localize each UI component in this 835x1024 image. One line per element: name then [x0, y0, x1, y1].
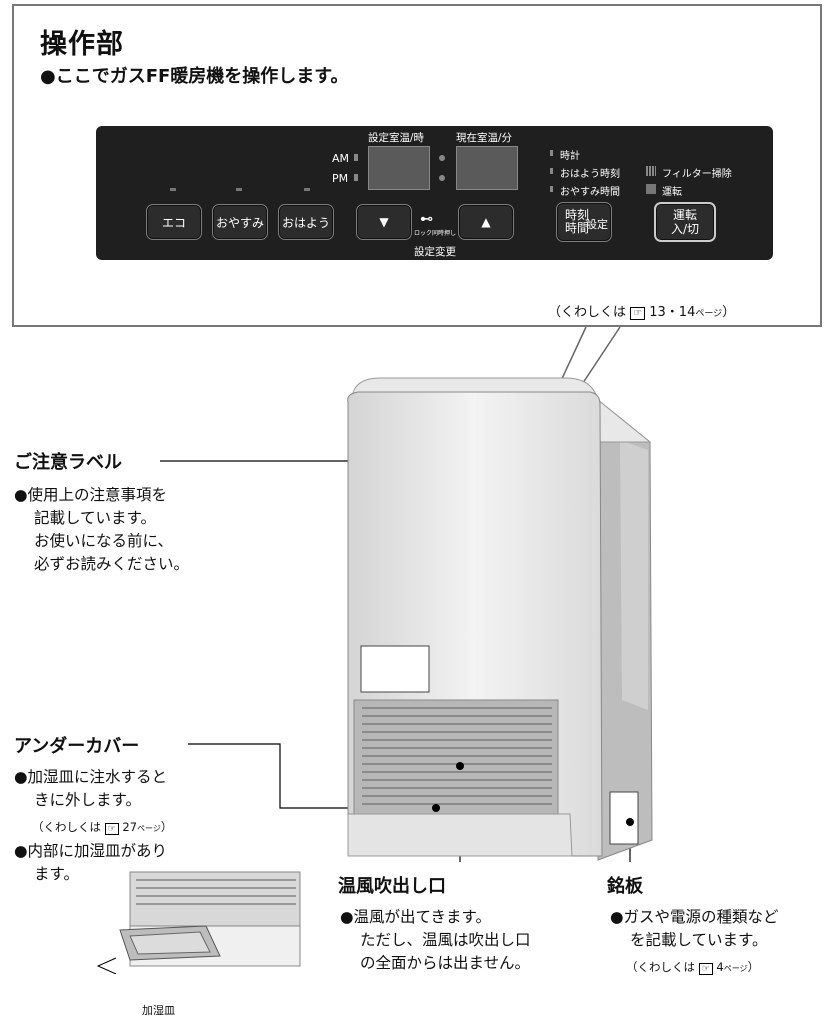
eco-lamp	[170, 188, 176, 191]
undercover-ref-page: 27	[122, 820, 138, 834]
ohayou-lamp	[304, 188, 310, 191]
time-setting-label: 設定	[586, 218, 608, 231]
temp-up-button[interactable]: ▲	[458, 204, 514, 240]
undercover-line-3: ●内部に加湿皿があり	[14, 842, 168, 860]
time-label-a: 時刻	[565, 208, 590, 222]
pointing-hand-icon: ☞	[698, 963, 713, 975]
caution-label-title: ご注意ラベル	[14, 452, 122, 473]
tray-label: 加湿皿	[142, 1004, 175, 1017]
undercover-line-1: ●加湿皿に注水すると	[14, 768, 168, 786]
am-indicator	[354, 154, 358, 161]
time-setting-button[interactable]: 時刻 時間	[556, 202, 612, 242]
nameplate-reference: （くわしくは ☞ 4ページ）	[626, 960, 760, 975]
outlet-title: 温風吹出し口	[338, 876, 446, 897]
wake-time-indicator	[550, 168, 553, 174]
outlet-line-3: の全面からは出ません。	[360, 954, 531, 972]
colon-dot-top	[439, 155, 445, 161]
time-label-b: 時間	[565, 221, 590, 235]
nameplate-title: 銘板	[607, 876, 643, 897]
pm-label: PM	[332, 172, 349, 185]
power-label-b: 入/切	[670, 222, 700, 236]
nameplate-ref-page: 4	[716, 960, 724, 974]
pointing-hand-icon: ☞	[630, 307, 646, 320]
caution-line-2: 記載しています。	[34, 509, 156, 527]
caution-line-3: お使いになる前に、	[34, 532, 174, 550]
up-arrow-icon: ▲	[481, 215, 491, 229]
pm-indicator	[354, 174, 358, 181]
set-temp-label: 設定室温/時	[368, 132, 425, 144]
filter-label: フィルター掃除	[662, 169, 732, 180]
set-temp-display	[368, 146, 430, 190]
run-label: 運転	[662, 187, 682, 198]
am-label: AM	[332, 152, 350, 165]
eco-button[interactable]: エコ	[146, 204, 202, 240]
sleep-time-indicator	[550, 186, 553, 192]
undercover-line-2: きに外します。	[34, 791, 141, 809]
setting-change-label: 設定変更	[414, 246, 456, 258]
heater-illustration	[347, 377, 653, 861]
tray-illustration	[96, 871, 301, 974]
nameplate-line-1: ●ガスや電源の種類など	[610, 908, 779, 926]
filter-indicator	[646, 166, 656, 176]
undercover-title: アンダーカバー	[14, 736, 140, 757]
clock-label: 時計	[560, 151, 580, 162]
oyasumi-lamp	[236, 188, 242, 191]
page-unit: ページ	[695, 309, 723, 319]
caution-line-4: 必ずお読みください。	[34, 555, 190, 573]
power-button[interactable]: 運転 入/切	[654, 202, 716, 242]
undercover-page-unit: ページ	[137, 824, 161, 833]
pointing-hand-icon: ☞	[104, 823, 119, 835]
lock-text: ロック同時押し	[414, 230, 457, 237]
nameplate-page-unit: ページ	[723, 964, 748, 973]
panel-reference: （くわしくは ☞ 13・14ページ）	[548, 305, 736, 320]
down-arrow-icon: ▼	[379, 215, 389, 229]
intro-text: ●ここでガスFF暖房機を操作します。	[40, 66, 349, 87]
outlet-line-2: ただし、温風は吹出し口	[360, 931, 531, 949]
undercover-reference: （くわしくは ☞ 27ページ）	[32, 820, 173, 835]
undercover-ref-text: （くわしくは	[32, 820, 101, 834]
run-indicator	[646, 184, 656, 194]
colon-dot-bottom	[439, 175, 445, 181]
page-title: 操作部	[40, 29, 124, 60]
current-temp-display	[456, 146, 518, 190]
caution-line-1: ●使用上の注意事項を	[14, 486, 168, 504]
temp-down-button[interactable]: ▼	[356, 204, 412, 240]
current-temp-label: 現在室温/分	[456, 132, 513, 144]
wake-time-label: おはよう時刻	[560, 169, 620, 180]
clock-indicator	[550, 150, 553, 156]
sleep-time-label: おやすみ時間	[560, 187, 620, 198]
key-icon: ⊷	[420, 212, 433, 227]
outlet-line-1: ●温風が出てきます。	[340, 908, 492, 926]
nameplate-line-2: を記載しています。	[630, 931, 768, 949]
control-panel: 設定室温/時 現在室温/分 AM PM 時計 おはよう時刻 おやすみ時間 フィル…	[96, 126, 773, 260]
ohayou-button[interactable]: おはよう	[278, 204, 334, 240]
panel-ref-pages: 13・14	[649, 305, 696, 320]
nameplate-ref-text: （くわしくは	[626, 960, 695, 974]
panel-ref-text: （くわしくは	[548, 305, 627, 320]
undercover-line-4: ます。	[34, 865, 79, 883]
oyasumi-button[interactable]: おやすみ	[212, 204, 268, 240]
power-label-a: 運転	[672, 208, 697, 222]
